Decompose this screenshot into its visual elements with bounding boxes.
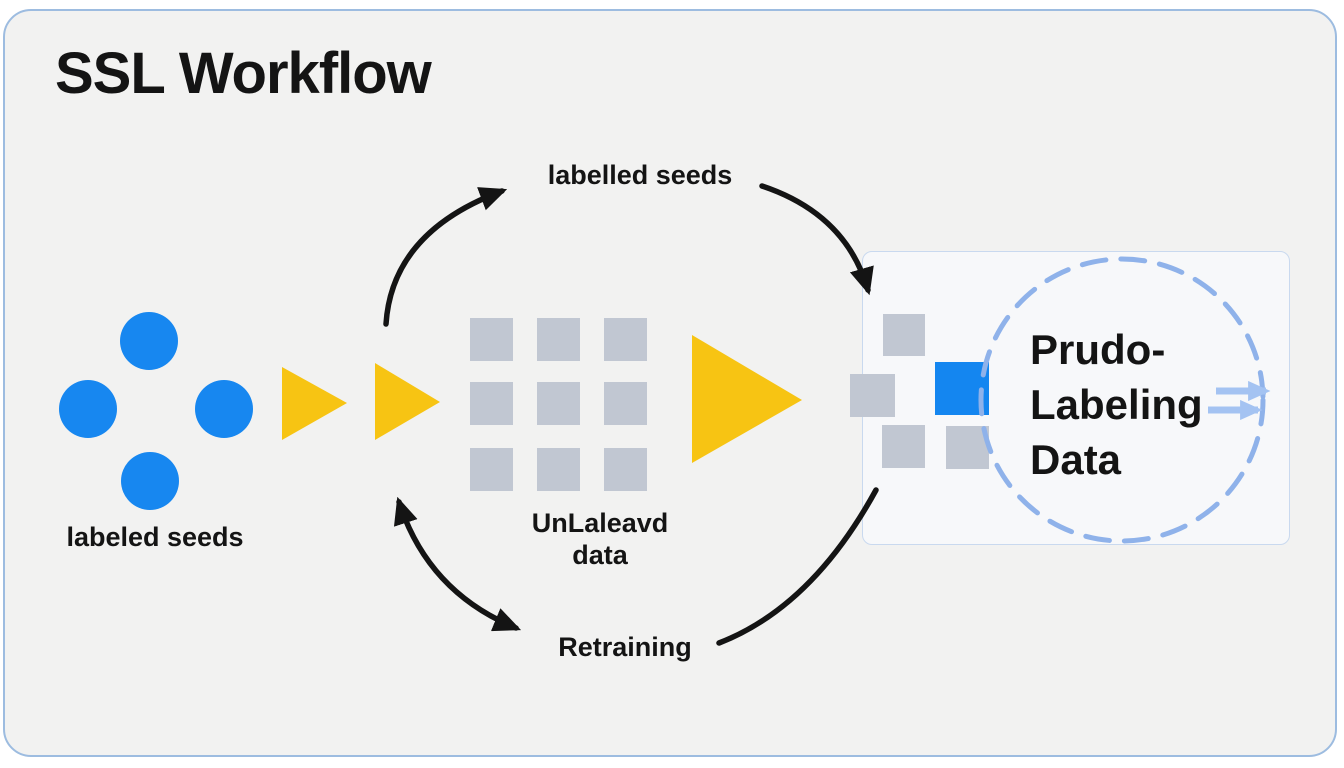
unlabeled-square (604, 318, 647, 361)
panel-gray-square (883, 314, 925, 356)
labeled-seed-dot (120, 312, 178, 370)
labeled-seed-dot (195, 380, 253, 438)
unlabeled-square (604, 382, 647, 425)
cycle-arc-bottom-right (716, 487, 879, 646)
flow-arrow-triangle-large (692, 335, 802, 463)
pseudo-labeling-panel (862, 251, 1290, 545)
pseudo-labeling-label-line2: Labeling (1030, 381, 1203, 428)
labeled-seeds-dots (59, 312, 253, 510)
flow-arrow-triangle-small (375, 363, 440, 440)
pseudo-labeling-label: Prudo- Labeling Data (1030, 322, 1203, 487)
unlabeled-data-label-line2: data (572, 540, 628, 570)
unlabeled-square (470, 382, 513, 425)
labeled-seed-dot (59, 380, 117, 438)
cycle-arc-top-left (383, 187, 508, 327)
page-title: SSL Workflow (55, 41, 432, 106)
pseudo-labeling-squares (850, 314, 989, 469)
flow-arrow-triangle-small (282, 367, 347, 440)
cycle-arc-top-right (759, 183, 874, 296)
retraining-edge-label: Retraining (558, 632, 692, 662)
panel-gray-square (850, 374, 895, 417)
labeled-seed-dot (121, 452, 179, 510)
pseudo-labeling-label-line3: Data (1030, 436, 1122, 483)
pseudo-labeling-label-line1: Prudo- (1030, 326, 1166, 373)
unlabeled-data-grid (470, 318, 647, 491)
panel-gray-square (946, 426, 989, 469)
labelled-seeds-edge-label: labelled seeds (547, 160, 733, 190)
unlabeled-square (537, 318, 580, 361)
unlabeled-square (470, 448, 513, 491)
panel-gray-square (882, 425, 925, 468)
unlabeled-data-label-line1: UnLaleavd (531, 508, 669, 538)
unlabeled-square (604, 448, 647, 491)
labeled-seeds-label: labeled seeds (66, 522, 244, 552)
unlabeled-square (537, 382, 580, 425)
unlabeled-square (537, 448, 580, 491)
cycle-arc-bottom-left (393, 496, 522, 632)
unlabeled-square (470, 318, 513, 361)
